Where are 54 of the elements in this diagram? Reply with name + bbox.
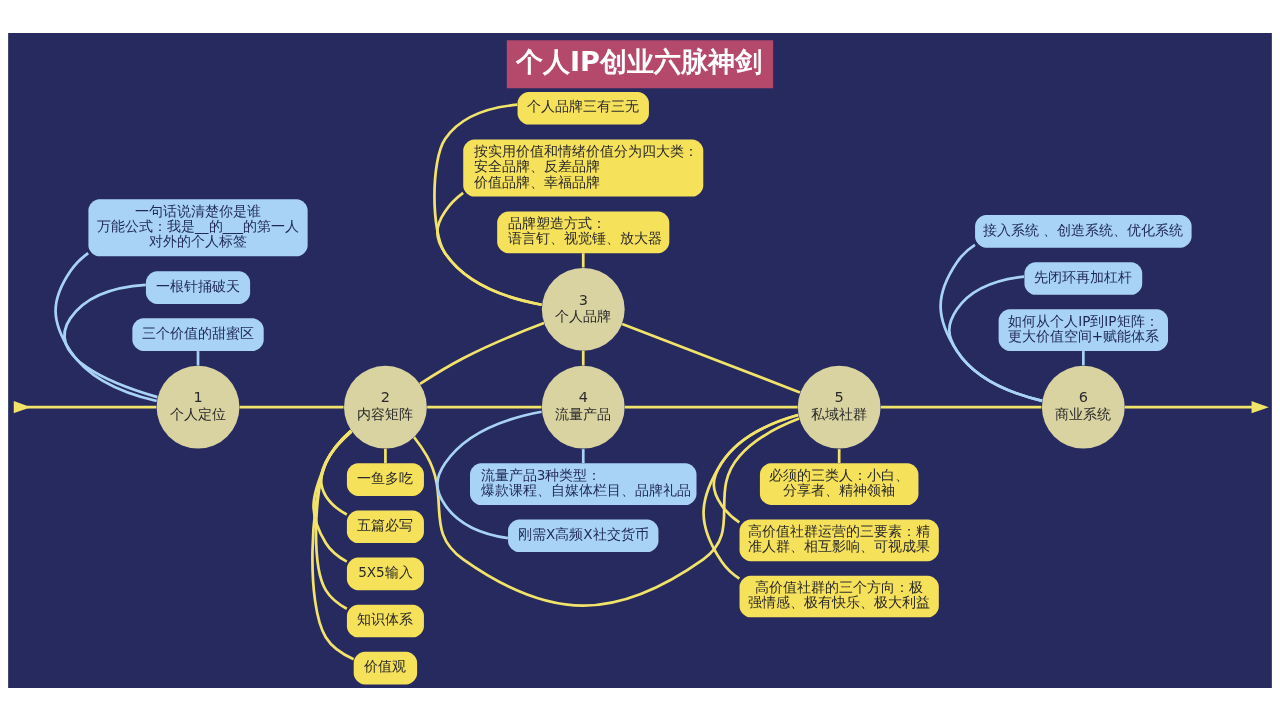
connector <box>837 448 841 463</box>
node-box: 知识体系 <box>346 604 424 637</box>
node-box: 必须的三类人：小白、分享者、精神领袖 <box>759 462 919 505</box>
node-circle: 2 内容矩阵 <box>344 365 427 449</box>
connector <box>436 191 542 306</box>
connector <box>427 405 542 409</box>
connector <box>702 413 799 580</box>
connector <box>63 283 158 398</box>
node-box: 个人品牌三有三无 <box>517 91 649 124</box>
connector <box>239 405 344 409</box>
diagram-title: 个人IP创业六脉神剑 <box>515 45 762 77</box>
connector <box>311 429 355 660</box>
node-box: 一句话说清楚你是谁 万能公式：我是__的___的第一人 对外的个人标签 <box>88 198 308 256</box>
node-box: 高价值社群的三个方向：极强情感、极有快乐、极大利益 <box>739 575 939 617</box>
arrow <box>13 400 157 413</box>
node-box: 一鱼多吃 <box>346 462 424 496</box>
node-box: 五篇必写 <box>346 509 424 543</box>
node-box: 三个价值的甜蜜区 <box>132 317 264 351</box>
node-circle: 5 私域社群 <box>797 365 881 449</box>
node-box: 高价值社群运营的三要素：精准人群、相互影响、可视成果 <box>739 519 939 561</box>
node-circle: 1 个人定位 <box>156 365 240 449</box>
node-box: 品牌塑造方式： 语言钉、视觉锤、放大器 <box>497 210 670 253</box>
connector <box>948 274 1043 402</box>
node-box: 5X5输入 <box>346 557 424 590</box>
connector <box>413 416 800 607</box>
node-circle: 6 商业系统 <box>1041 365 1125 449</box>
connector <box>435 409 542 540</box>
node-circle: 4 流量产品 <box>541 365 625 449</box>
connector <box>624 405 798 409</box>
connector <box>880 405 1042 409</box>
connector <box>581 448 585 463</box>
node-box: 价值观 <box>353 651 418 684</box>
connector <box>433 102 542 306</box>
connector <box>712 413 799 524</box>
connector <box>314 429 352 610</box>
node-box: 一根针捅破天 <box>145 270 251 304</box>
node-box: 流量产品3种类型： 爆款课程、自媒体栏目、品牌礼品 <box>470 462 697 505</box>
arrow <box>1124 400 1269 413</box>
connector <box>419 321 545 385</box>
connector <box>320 430 353 516</box>
node-box: 先闭环再加杠杆 <box>1024 261 1143 295</box>
connector <box>312 429 352 563</box>
connector <box>1081 350 1085 365</box>
connector <box>939 243 1043 402</box>
connector <box>581 350 585 365</box>
connector <box>384 448 387 463</box>
connector <box>621 322 801 394</box>
node-box: 按实用价值和情绪价值分为四大类： 安全品牌、反差品牌 价值品牌、幸福品牌 <box>463 138 704 196</box>
node-circle: 3 个人品牌 <box>541 267 625 351</box>
connector <box>581 252 585 267</box>
node-box: 如何从个人IP到IP矩阵：更大价值空间+赋能体系 <box>998 308 1169 351</box>
node-box: 刚需X高频X社交货币 <box>508 519 659 552</box>
connector <box>54 251 158 402</box>
node-box: 接入系统 、创造系统、优化系统 <box>975 214 1192 248</box>
